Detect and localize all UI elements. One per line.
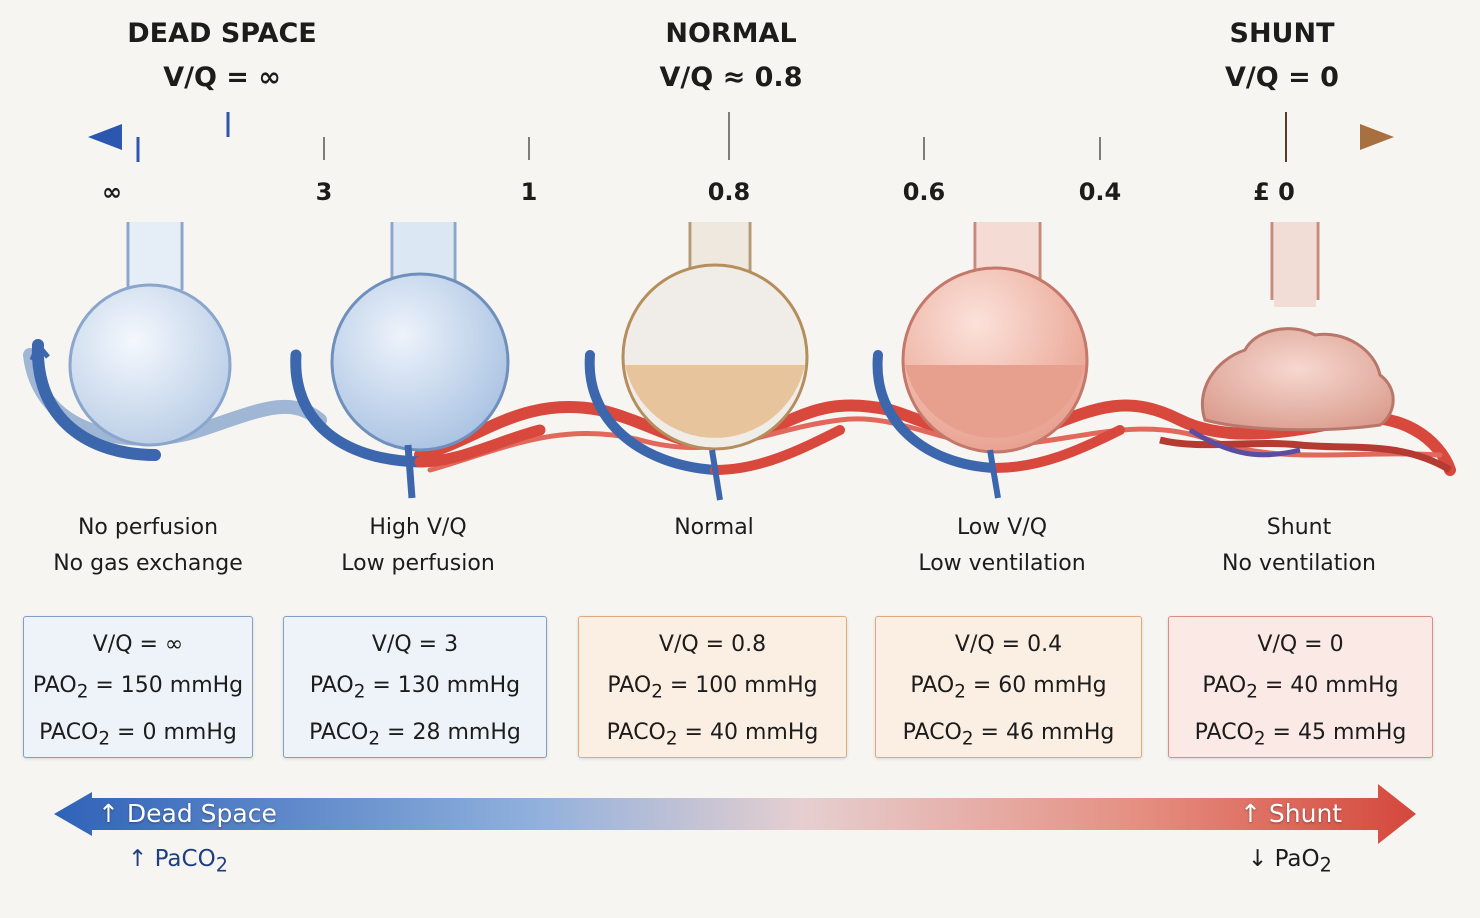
tick-label-1: 1 xyxy=(520,178,538,206)
value-box-vq: V/Q = 0.8 xyxy=(658,632,767,657)
desc-low-vq: Low V/Q Low ventilation xyxy=(872,510,1132,582)
desc-shunt-line2: No ventilation xyxy=(1222,551,1376,576)
desc-dead-space-line2: No gas exchange xyxy=(53,551,243,576)
value-box-paco2: PACO2 = 28 mmHg xyxy=(309,720,521,750)
value-box-normal: V/Q = 0.8 PAO2 = 100 mmHg PACO2 = 40 mmH… xyxy=(578,616,847,758)
alveolus-high-vq xyxy=(290,222,546,499)
dead-space-increase-label: ↑ Dead Space xyxy=(98,799,277,828)
value-box-high-vq: V/Q = 3 PAO2 = 130 mmHg PACO2 = 28 mmHg xyxy=(283,616,547,758)
tick-label-infinity: ∞ xyxy=(102,178,122,206)
value-box-paco2: PACO2 = 45 mmHg xyxy=(1194,720,1407,750)
value-box-shunt: V/Q = 0 PAO2 = 40 mmHg PACO2 = 45 mmHg xyxy=(1168,616,1433,758)
value-box-paco2: PACO2 = 0 mmHg xyxy=(39,720,237,750)
value-box-pao2: PAO2 = 60 mmHg xyxy=(910,673,1107,703)
tick-label-3: 3 xyxy=(315,178,333,206)
value-box-pao2: PAO2 = 130 mmHg xyxy=(309,673,521,703)
desc-shunt-line1: Shunt xyxy=(1266,515,1332,540)
header-shunt: SHUNT V/Q = 0 xyxy=(1152,12,1412,100)
axis-right-arrowhead xyxy=(1360,124,1394,150)
shunt-increase-label: ↑ Shunt xyxy=(1240,799,1343,828)
desc-low-vq-line1: Low V/Q xyxy=(956,515,1048,540)
header-dead-space: DEAD SPACE V/Q = ∞ xyxy=(92,12,352,100)
paco2-increase-label: ↑ PaCO2 xyxy=(128,846,228,877)
desc-dead-space: No perfusion No gas exchange xyxy=(18,510,278,582)
tick-label-0: £ 0 xyxy=(1253,178,1295,206)
axis-left-arrowhead xyxy=(88,124,122,150)
header-shunt-ratio: V/Q = 0 xyxy=(1225,62,1339,93)
header-shunt-title: SHUNT xyxy=(1229,18,1335,49)
value-box-paco2: PACO2 = 46 mmHg xyxy=(902,720,1115,750)
desc-normal-line1: Normal xyxy=(674,515,754,540)
header-dead-space-title: DEAD SPACE xyxy=(127,18,317,49)
desc-high-vq: High V/Q Low perfusion xyxy=(288,510,548,582)
tick-label-0-4: 0.4 xyxy=(1078,178,1122,206)
tick-label-0-6: 0.6 xyxy=(902,178,946,206)
vessel-red-wave-thin xyxy=(427,416,1443,473)
header-normal: NORMAL V/Q ≈ 0.8 xyxy=(601,12,861,100)
alveolus-normal xyxy=(584,222,845,501)
header-normal-ratio: V/Q ≈ 0.8 xyxy=(659,62,803,93)
value-box-pao2: PAO2 = 40 mmHg xyxy=(1202,673,1399,703)
header-normal-title: NORMAL xyxy=(665,18,797,49)
value-box-low-vq: V/Q = 0.4 PAO2 = 60 mmHg PACO2 = 46 mmHg xyxy=(875,616,1142,758)
value-box-vq: V/Q = ∞ xyxy=(92,632,184,657)
value-box-vq: V/Q = 3 xyxy=(371,632,459,657)
value-box-pao2: PAO2 = 150 mmHg xyxy=(32,673,244,703)
desc-high-vq-line2: Low perfusion xyxy=(341,551,495,576)
vq-scale-axis xyxy=(88,112,1394,162)
alveoli-illustration xyxy=(23,222,1456,501)
spectrum-arrow xyxy=(54,784,1416,844)
value-box-pao2: PAO2 = 100 mmHg xyxy=(607,673,818,703)
tick-label-0-8: 0.8 xyxy=(707,178,751,206)
desc-normal: Normal xyxy=(584,510,844,546)
value-box-paco2: PACO2 = 40 mmHg xyxy=(606,720,819,750)
desc-dead-space-line1: No perfusion xyxy=(77,515,219,540)
value-box-dead-space: V/Q = ∞ PAO2 = 150 mmHg PACO2 = 0 mmHg xyxy=(23,616,253,758)
value-box-vq: V/Q = 0.4 xyxy=(954,632,1063,657)
pao2-decrease-label: ↓ PaO2 xyxy=(1248,846,1332,877)
desc-high-vq-line1: High V/Q xyxy=(369,515,467,540)
alveolus-shunt xyxy=(1159,222,1452,474)
alveolus-low-vq xyxy=(872,222,1125,499)
desc-low-vq-line2: Low ventilation xyxy=(918,551,1086,576)
alveolus-dead-space xyxy=(29,222,232,461)
header-dead-space-ratio: V/Q = ∞ xyxy=(163,62,281,93)
desc-shunt: Shunt No ventilation xyxy=(1169,510,1429,582)
value-box-vq: V/Q = 0 xyxy=(1257,632,1344,657)
